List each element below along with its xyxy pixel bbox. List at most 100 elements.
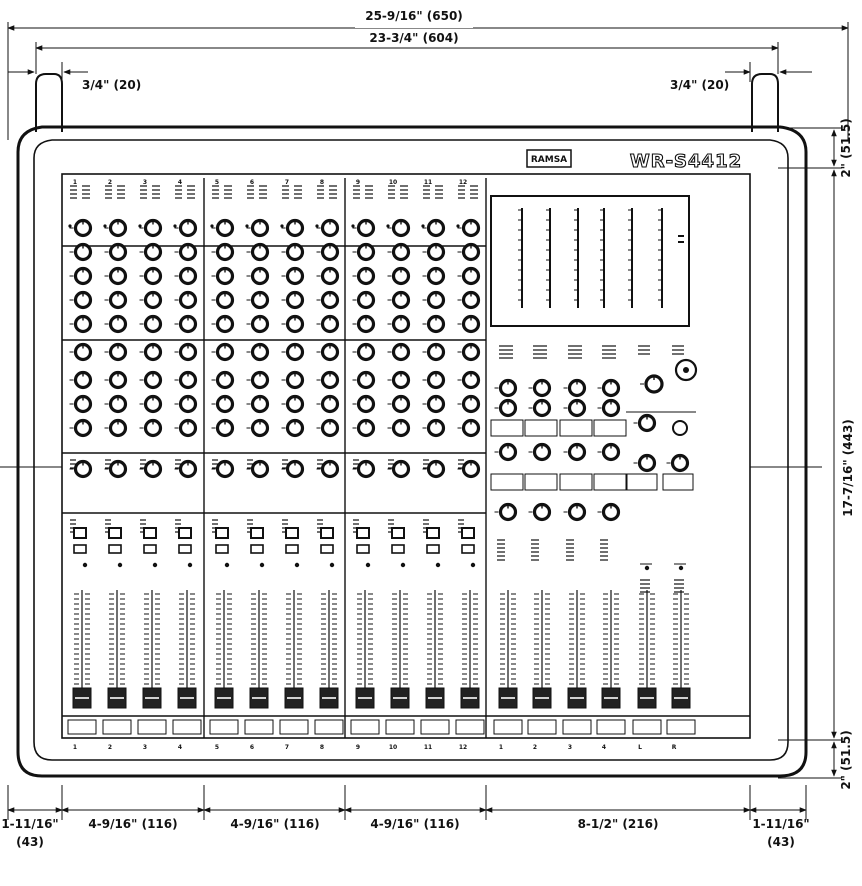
solo-button xyxy=(356,544,370,554)
knob-icon xyxy=(143,342,163,362)
mute-button xyxy=(108,527,122,539)
knob-icon xyxy=(320,418,340,438)
channel-number-bottom: 8 xyxy=(320,744,324,751)
master-number-bottom: 2 xyxy=(533,744,537,751)
channel-strip xyxy=(138,185,163,568)
scribble-strip xyxy=(209,719,239,735)
group-label-box xyxy=(559,419,593,437)
knob-icon xyxy=(320,218,340,238)
knob-icon xyxy=(498,442,518,462)
knob-icon xyxy=(143,266,163,286)
knob-icon xyxy=(108,394,128,414)
mute-button xyxy=(391,527,405,539)
knob-icon xyxy=(108,218,128,238)
knob-icon xyxy=(426,218,446,238)
knob-icon xyxy=(670,453,690,473)
bottom-margin-label: 2" (51.5) xyxy=(839,730,853,789)
knob-icon xyxy=(426,314,446,334)
scribble-strip xyxy=(102,719,132,735)
knob-icon xyxy=(391,314,411,334)
knob-icon xyxy=(285,459,305,479)
scribble-strip xyxy=(314,719,344,735)
overall-width-label: 25-9/16" (650) xyxy=(365,9,463,23)
solo-button xyxy=(285,544,299,554)
knob-icon xyxy=(567,502,587,522)
master-number-bottom: R xyxy=(672,744,677,751)
channel-strip xyxy=(386,185,411,568)
knob-icon xyxy=(356,342,376,362)
master-number-bottom: 1 xyxy=(499,744,503,751)
channel-number-top: 2 xyxy=(108,179,112,186)
channel-number-top: 9 xyxy=(356,179,360,186)
knob-icon xyxy=(461,418,481,438)
knob-icon xyxy=(285,266,305,286)
master-number-bottom: 3 xyxy=(568,744,572,751)
knob-icon xyxy=(215,342,235,362)
master-strip xyxy=(672,345,686,593)
channel-number-top: 10 xyxy=(389,179,397,186)
group2-width-label: 4-9/16" (116) xyxy=(230,817,319,831)
knob-icon xyxy=(73,290,93,310)
knob-icon xyxy=(461,394,481,414)
master-strip xyxy=(490,345,524,561)
knob-icon xyxy=(320,394,340,414)
left-edge-label-line1: 1-11/16" xyxy=(1,817,58,831)
mute-button xyxy=(73,527,87,539)
knob-icon xyxy=(426,242,446,262)
channel-number-top: 12 xyxy=(459,179,467,186)
channel-number-top: 3 xyxy=(143,179,147,186)
right-edge-label-line1: 1-11/16" xyxy=(752,817,809,831)
knob-icon xyxy=(356,370,376,390)
knob-icon xyxy=(178,218,198,238)
channel-strip xyxy=(68,185,93,568)
channel-number-bottom: 9 xyxy=(356,744,360,751)
knob-icon xyxy=(285,242,305,262)
master-strip xyxy=(524,345,558,561)
channel-strip xyxy=(351,185,376,568)
scribble-strip xyxy=(420,719,450,735)
channel-strip xyxy=(456,185,481,568)
outer-chassis xyxy=(16,125,808,778)
brand-badge xyxy=(526,149,572,168)
left-handle-offset-label: 3/4" (20) xyxy=(82,78,141,92)
channel-number-top: 6 xyxy=(250,179,254,186)
inner-bezel xyxy=(33,139,789,761)
panel-height-label: 17-7/16" (443) xyxy=(841,419,855,517)
knob-icon xyxy=(532,378,552,398)
channel-strip xyxy=(173,185,198,568)
led-icon xyxy=(224,562,230,568)
scribble-strip xyxy=(493,719,523,735)
knob-icon xyxy=(601,502,621,522)
meter-bridge xyxy=(490,195,690,327)
knob-icon xyxy=(391,290,411,310)
knob-icon xyxy=(461,459,481,479)
knob-icon xyxy=(143,418,163,438)
knob-icon xyxy=(73,394,93,414)
dimension-lines xyxy=(0,22,849,820)
scribble-strip xyxy=(455,719,485,735)
knob-icon xyxy=(215,459,235,479)
channel-number-top: 11 xyxy=(424,179,432,186)
knob-icon xyxy=(250,266,270,286)
knob-icon xyxy=(426,290,446,310)
scribble-strip xyxy=(596,719,626,735)
channel-strips xyxy=(68,185,481,568)
channel-number-bottom: 2 xyxy=(108,744,112,751)
scribble-strip xyxy=(562,719,592,735)
knob-icon xyxy=(215,290,235,310)
channel-number-bottom: 12 xyxy=(459,744,467,751)
group3-width-label: 4-9/16" (116) xyxy=(370,817,459,831)
mute-button xyxy=(461,527,475,539)
console-body xyxy=(16,73,808,778)
mute-button xyxy=(250,527,264,539)
knob-icon xyxy=(143,218,163,238)
led-icon xyxy=(117,562,123,568)
knob-icon xyxy=(391,370,411,390)
knob-icon xyxy=(461,342,481,362)
led-icon xyxy=(82,562,88,568)
knob-icon xyxy=(285,218,305,238)
knob-icon xyxy=(320,314,340,334)
knob-icon xyxy=(285,394,305,414)
knob-icon xyxy=(285,418,305,438)
knob-icon xyxy=(178,342,198,362)
